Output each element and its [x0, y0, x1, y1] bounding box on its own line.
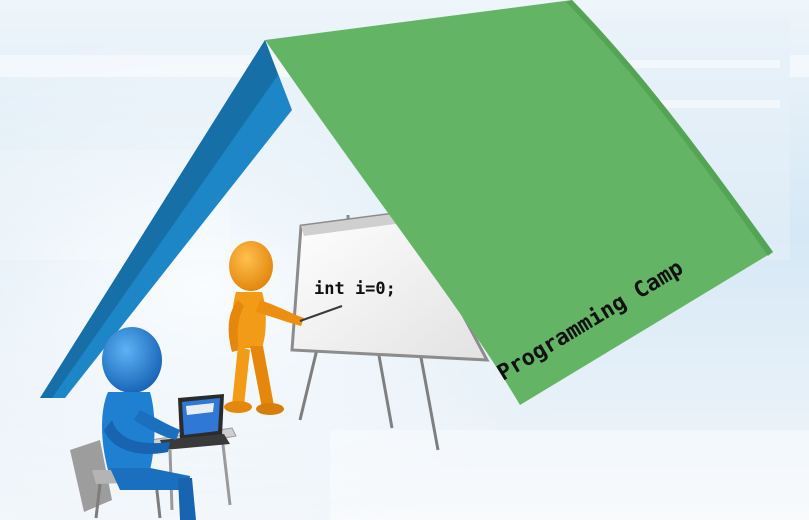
whiteboard-code-text: int i=0; — [314, 279, 396, 299]
tent-green-canopy — [265, 0, 773, 405]
whiteboard — [290, 210, 490, 362]
orange-presenter-figure — [224, 241, 343, 415]
blue-student-figure — [102, 327, 196, 520]
tent-green-edge — [566, 0, 773, 256]
laptop — [160, 394, 230, 450]
tent-blue-side-shade — [40, 40, 278, 398]
